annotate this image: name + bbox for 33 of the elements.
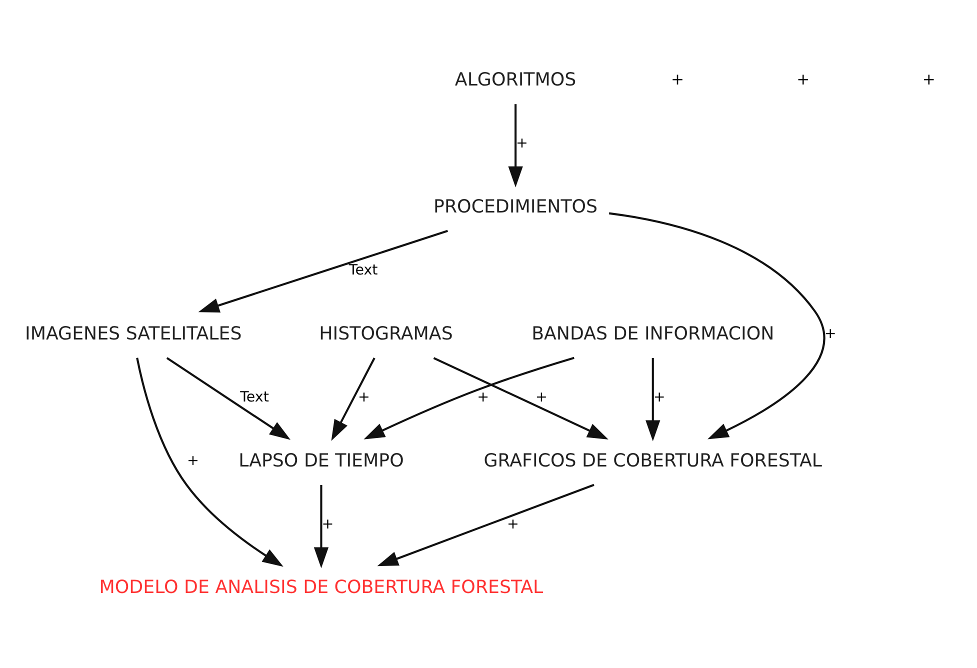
edge-label: + xyxy=(506,516,518,532)
edge-label: + xyxy=(476,389,489,406)
edge-label: Text xyxy=(240,389,268,406)
edge-label: + xyxy=(516,135,528,152)
edge-label: + xyxy=(534,389,547,406)
arrow xyxy=(376,483,594,566)
edge-label: + xyxy=(824,326,836,342)
arrow xyxy=(363,356,574,439)
node-text: HISTOGRAMAS xyxy=(318,322,452,344)
label: + xyxy=(922,70,935,88)
label: + xyxy=(670,70,684,88)
node-text: MODELO DE ANALISIS DE COBERTURA FORESTAL xyxy=(98,576,543,598)
arrow xyxy=(608,212,825,439)
arrow xyxy=(166,356,290,440)
arrow xyxy=(645,358,660,441)
edge-label: + xyxy=(186,452,198,469)
arrow xyxy=(136,357,283,566)
node-text: PROCEDIMIENTOS xyxy=(433,196,598,217)
edge-label: + xyxy=(652,389,665,406)
node-text: GRAFICOS DE COBERTURA FORESTAL xyxy=(483,450,822,471)
arrow xyxy=(313,484,328,568)
label: + xyxy=(796,70,810,88)
node-text: ALGORITMOS xyxy=(454,68,576,90)
node-text: BANDAS DE INFORMACION xyxy=(531,322,774,344)
arrow xyxy=(508,104,522,187)
node-text: IMAGENES SATELITALES xyxy=(24,322,242,344)
edge-label: + xyxy=(358,389,370,406)
edge-label: + xyxy=(321,516,334,532)
arrow xyxy=(198,229,448,312)
node-text: LAPSO DE TIEMPO xyxy=(238,450,404,471)
edge-label: Text xyxy=(348,262,378,278)
arrow xyxy=(330,357,375,440)
arrow xyxy=(432,356,608,439)
